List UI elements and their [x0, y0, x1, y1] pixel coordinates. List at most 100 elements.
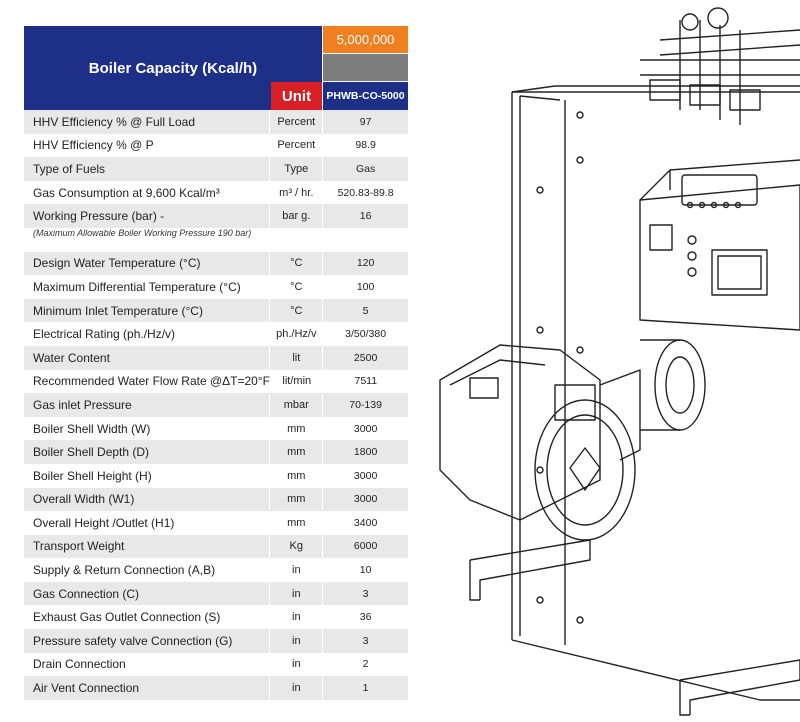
- spec-unit: Percent: [270, 110, 323, 134]
- spec-unit: in: [270, 558, 323, 582]
- spec-value: 6000: [323, 534, 408, 559]
- spec-label: Supply & Return Connection (A,B): [24, 558, 270, 582]
- spec-unit: m³ / hr.: [270, 180, 323, 205]
- header-spacer: [323, 54, 408, 81]
- spec-label: Air Vent Connection: [24, 676, 270, 700]
- spec-unit: in: [270, 629, 323, 653]
- spec-value: 2500: [323, 345, 408, 370]
- spec-table-header: Boiler Capacity (Kcal/h) 5,000,000 Unit …: [24, 26, 408, 110]
- model-column-header: PHWB-CO-5000: [323, 82, 408, 110]
- spec-value: 1: [323, 676, 408, 700]
- spec-value: 520.83-89.8: [323, 180, 408, 205]
- capacity-value: 5,000,000: [323, 26, 408, 53]
- spec-unit: mm: [270, 416, 323, 441]
- spec-unit: ph./Hz/v: [270, 322, 323, 346]
- unit-column-header: Unit: [271, 82, 322, 110]
- spec-unit: mm: [270, 511, 323, 535]
- spec-value: 5: [323, 298, 408, 323]
- boiler-spec-table: Boiler Capacity (Kcal/h) 5,000,000 Unit …: [24, 26, 408, 700]
- spec-value: 3: [323, 629, 408, 653]
- spec-value: Gas: [323, 157, 408, 181]
- spec-unit: bar g.: [270, 204, 323, 228]
- spec-value: 36: [323, 605, 408, 630]
- spec-value: 10: [323, 558, 408, 582]
- spec-value: 1800: [323, 440, 408, 464]
- spec-unit: in: [270, 652, 323, 677]
- spec-label: Minimum Inlet Temperature (°C): [24, 298, 270, 323]
- spec-unit: °C: [270, 298, 323, 323]
- spec-label: Gas inlet Pressure: [24, 393, 270, 417]
- spec-value: 97: [323, 110, 408, 134]
- spec-value: 3000: [323, 416, 408, 441]
- spec-value: 3/50/380: [323, 322, 408, 346]
- spec-value: 3: [323, 581, 408, 606]
- spec-label: Maximum Differential Temperature (°C): [24, 275, 270, 299]
- spec-value: 3000: [323, 463, 408, 488]
- spec-label: Transport Weight: [24, 534, 270, 559]
- spec-label: Exhaust Gas Outlet Connection (S): [24, 605, 270, 630]
- spec-value: 7511: [323, 369, 408, 394]
- spec-label: Type of Fuels: [24, 157, 270, 181]
- spec-unit: Type: [270, 157, 323, 181]
- spec-label: Overall Height /Outlet (H1): [24, 511, 270, 535]
- spec-value: 70-139: [323, 393, 408, 417]
- spec-value: 2: [323, 652, 408, 677]
- spec-label: Working Pressure (bar) -: [24, 204, 270, 228]
- spec-value: 3000: [323, 487, 408, 512]
- spec-value: 98.9: [323, 133, 408, 158]
- table-row: (Maximum Allowable Boiler Working Pressu…: [24, 228, 408, 252]
- spec-label: Boiler Shell Height (H): [24, 463, 270, 488]
- table-row: Working Pressure (bar) -bar g.16: [24, 204, 408, 228]
- spec-unit: °C: [270, 251, 323, 276]
- spec-unit: mbar: [270, 393, 323, 417]
- spec-unit: mm: [270, 487, 323, 512]
- spec-label: HHV Efficiency % @ Full Load: [24, 110, 270, 134]
- spec-unit: in: [270, 581, 323, 606]
- spec-label: Boiler Shell Width (W): [24, 416, 270, 441]
- spec-unit: mm: [270, 463, 323, 488]
- spec-unit: in: [270, 605, 323, 630]
- spec-label: Water Content: [24, 345, 270, 370]
- spec-label: Boiler Shell Depth (D): [24, 440, 270, 464]
- spec-label: Gas Connection (C): [24, 581, 270, 606]
- spec-label: Pressure safety valve Connection (G): [24, 629, 270, 653]
- spec-unit: in: [270, 676, 323, 700]
- spec-unit: °C: [270, 275, 323, 299]
- spec-unit: lit/min: [270, 369, 323, 394]
- spec-label: Drain Connection: [24, 652, 270, 677]
- spec-label: Design Water Temperature (°C): [24, 251, 270, 276]
- spec-unit: lit: [270, 345, 323, 370]
- spec-unit: mm: [270, 440, 323, 464]
- spec-unit: Percent: [270, 133, 323, 158]
- spec-label: Electrical Rating (ph./Hz/v): [24, 322, 270, 346]
- spec-value: 16: [323, 204, 408, 228]
- spec-label: Recommended Water Flow Rate @ΔT=20°F: [24, 369, 270, 394]
- working-pressure-note: (Maximum Allowable Boiler Working Pressu…: [33, 227, 252, 238]
- spec-unit: Kg: [270, 534, 323, 559]
- spec-label: Gas Consumption at 9,600 Kcal/m³: [24, 180, 270, 205]
- spec-label: Overall Width (W1): [24, 487, 270, 512]
- spec-value: 100: [323, 275, 408, 299]
